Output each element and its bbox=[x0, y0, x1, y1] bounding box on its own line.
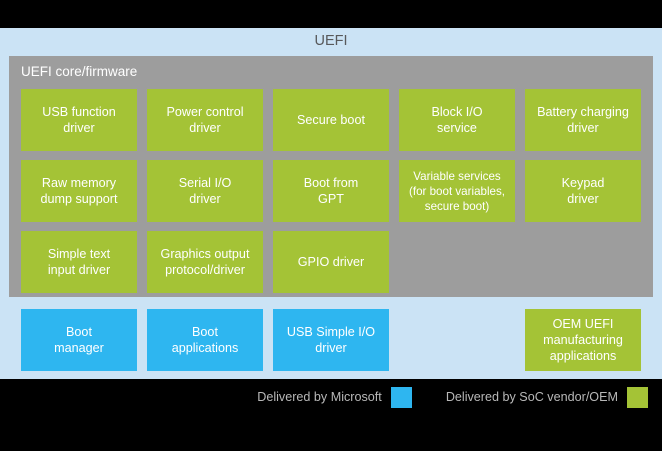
legend-item-microsoft: Delivered by Microsoft bbox=[257, 386, 412, 408]
module-grid: USB function driver Power control driver… bbox=[21, 89, 641, 293]
module-variable-services[interactable]: Variable services (for boot variables, s… bbox=[399, 160, 515, 222]
module-placeholder-2 bbox=[525, 231, 641, 293]
module-gpio-driver[interactable]: GPIO driver bbox=[273, 231, 389, 293]
legend-label-microsoft: Delivered by Microsoft bbox=[257, 390, 382, 404]
legend: Delivered by Microsoft Delivered by SoC … bbox=[0, 379, 662, 415]
module-graphics-output-protocol-driver[interactable]: Graphics output protocol/driver bbox=[147, 231, 263, 293]
module-boot-from-gpt[interactable]: Boot from GPT bbox=[273, 160, 389, 222]
module-placeholder-1 bbox=[399, 231, 515, 293]
delivered-components-row: Boot manager Boot applications USB Simpl… bbox=[21, 309, 641, 371]
module-raw-memory-dump-support[interactable]: Raw memory dump support bbox=[21, 160, 137, 222]
diagram-title: UEFI bbox=[314, 33, 348, 49]
uefi-outer-panel: UEFI UEFI core/firmware USB function dri… bbox=[0, 28, 662, 379]
legend-swatch-microsoft bbox=[390, 386, 412, 408]
module-battery-charging-driver[interactable]: Battery charging driver bbox=[525, 89, 641, 151]
module-secure-boot[interactable]: Secure boot bbox=[273, 89, 389, 151]
module-block-io-service[interactable]: Block I/O service bbox=[399, 89, 515, 151]
module-keypad-driver[interactable]: Keypad driver bbox=[525, 160, 641, 222]
module-usb-function-driver[interactable]: USB function driver bbox=[21, 89, 137, 151]
component-boot-manager[interactable]: Boot manager bbox=[21, 309, 137, 371]
uefi-core-firmware-panel: UEFI core/firmware USB function driver P… bbox=[9, 56, 653, 297]
legend-label-soc-vendor-oem: Delivered by SoC vendor/OEM bbox=[445, 390, 618, 404]
component-placeholder bbox=[399, 309, 515, 371]
component-oem-uefi-manufacturing-applications[interactable]: OEM UEFI manufacturing applications bbox=[525, 309, 641, 371]
module-simple-text-input-driver[interactable]: Simple text input driver bbox=[21, 231, 137, 293]
core-panel-label: UEFI core/firmware bbox=[21, 64, 138, 79]
legend-swatch-soc-vendor-oem bbox=[627, 386, 648, 408]
component-boot-applications[interactable]: Boot applications bbox=[147, 309, 263, 371]
legend-item-soc-vendor-oem: Delivered by SoC vendor/OEM bbox=[445, 386, 648, 408]
component-usb-simple-io-driver[interactable]: USB Simple I/O driver bbox=[273, 309, 389, 371]
module-serial-io-driver[interactable]: Serial I/O driver bbox=[147, 160, 263, 222]
module-power-control-driver[interactable]: Power control driver bbox=[147, 89, 263, 151]
